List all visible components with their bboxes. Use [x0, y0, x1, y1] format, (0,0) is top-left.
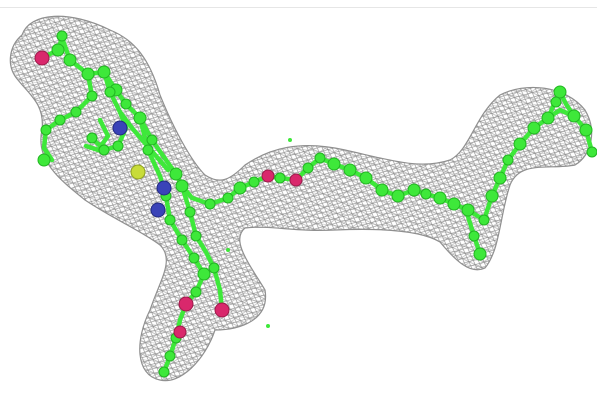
oxygen-atom: [261, 169, 275, 183]
oxygen-atoms: [34, 50, 303, 339]
oxygen-atom: [34, 50, 50, 66]
nitrogen-atom: [156, 180, 172, 196]
sulfur-atom: [130, 164, 146, 180]
density-mesh: [9, 15, 593, 382]
nitrogen-atom: [112, 120, 128, 136]
oxygen-atom: [178, 296, 194, 312]
oxygen-atom: [173, 325, 187, 339]
oxygen-atom: [289, 173, 303, 187]
sulfur-atoms: [130, 164, 146, 180]
nitrogen-atoms: [112, 120, 172, 218]
density-specks: [226, 138, 292, 328]
carbon-atoms: [37, 30, 597, 378]
top-divider: [0, 0, 597, 8]
nitrogen-atom: [150, 202, 166, 218]
oxygen-atom: [214, 302, 230, 318]
mesh-overlay: [10, 16, 592, 381]
